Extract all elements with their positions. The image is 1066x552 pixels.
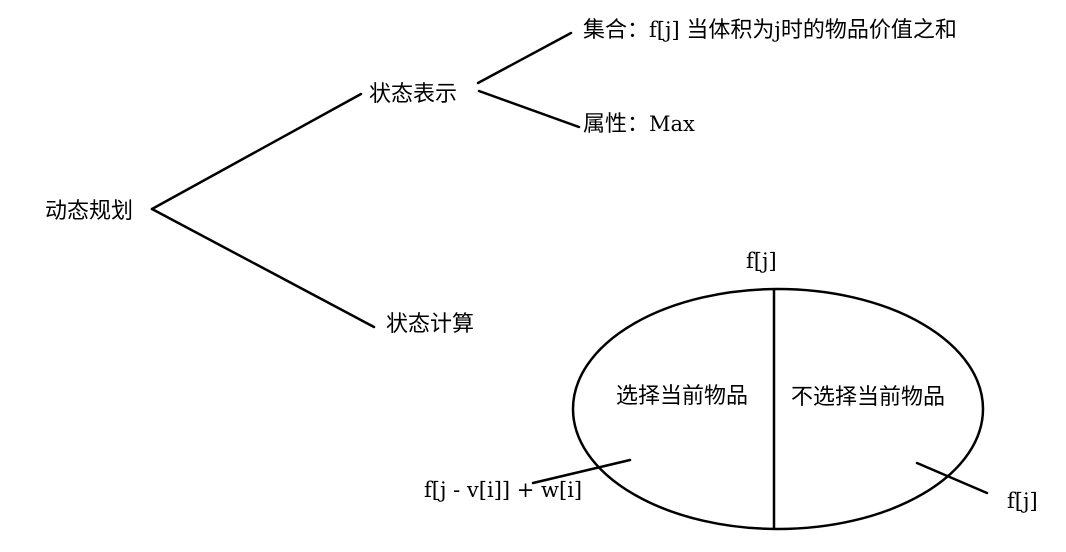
set-zh-prefix: 集合： (583, 18, 650, 43)
branch-root-to-state-representation (150, 92, 363, 211)
venn-ellipse (571, 287, 985, 531)
venn-left-value-label: f[j - v[i]] + w[i] (424, 478, 583, 502)
state-computation-label: 状态计算 (386, 312, 475, 337)
root-label: 动态规划 (45, 199, 134, 224)
branch-representation-to-set (476, 31, 573, 85)
venn-right-tick (915, 461, 989, 495)
attribute-zh-prefix: 属性： (583, 112, 650, 137)
attribute-value: Max (649, 112, 695, 136)
venn-top-label: f[j] (746, 249, 777, 273)
state-representation-label: 状态表示 (369, 82, 458, 107)
attribute-text: 属性：Max (583, 112, 695, 137)
set-formula: f[j] (649, 18, 687, 42)
branch-representation-to-attribute (477, 89, 581, 129)
set-definition-text: 集合：f[j] 当体积为j时的物品价值之和 (583, 18, 957, 43)
venn-right-value-label: f[j] (1007, 489, 1038, 513)
venn-left-region-label: 选择当前物品 (616, 384, 749, 409)
venn-right-region-label: 不选择当前物品 (791, 385, 946, 410)
branch-root-to-state-computation (150, 207, 376, 329)
set-zh-mid: 当体积为 (686, 18, 775, 43)
set-zh-suffix: 时的物品价值之和 (780, 18, 957, 43)
venn-left-tick (531, 458, 632, 485)
set-var: j (774, 18, 781, 42)
